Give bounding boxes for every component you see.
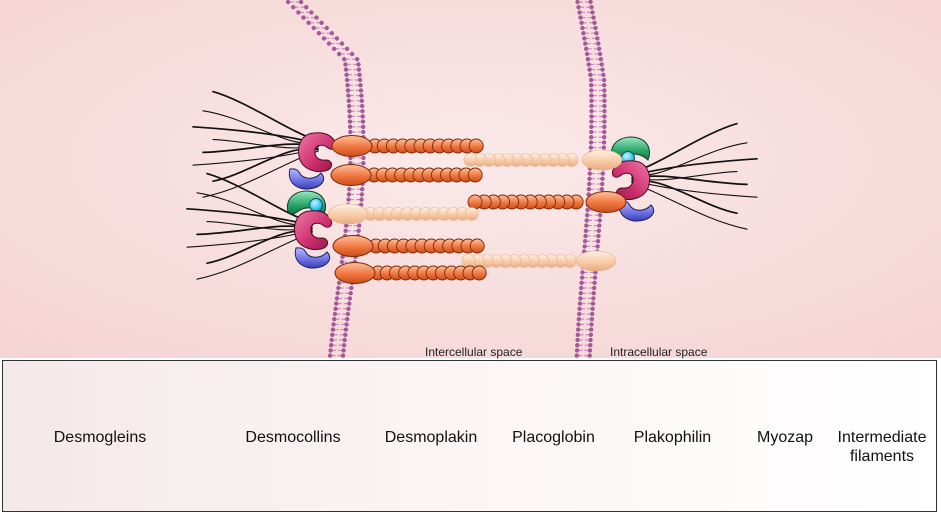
legend-label-desmogleins: Desmogleins [53, 429, 147, 446]
legend-label-desmoplakin: Desmoplakin [384, 429, 478, 446]
placoglobin-left-upper [288, 168, 325, 190]
legend-label-filaments-line2: filaments [849, 448, 915, 465]
desmoglein-chain-5 [334, 262, 487, 284]
desmocollin-chain-2 [327, 203, 479, 225]
intercellular-space-label: Intercellular space [425, 345, 523, 359]
placoglobin-right [618, 200, 655, 222]
legend-label-myozap: Myozap [756, 429, 814, 446]
desmocollin-chain-1 [463, 149, 623, 171]
desmoglein-chain-3 [467, 191, 627, 213]
legend-box [2, 360, 937, 512]
legend-label-intermediate-filaments: Intermediate filaments [830, 428, 934, 466]
desmoglein-chain-2 [330, 164, 483, 186]
legend-label-plakophilin: Plakophilin [633, 429, 712, 446]
desmocollin-chain-3 [461, 250, 617, 272]
myozap-left [309, 198, 323, 212]
placoglobin-left-lower [294, 247, 331, 269]
desmoglein-chain-4 [332, 235, 485, 257]
desmoglein-chain-1 [331, 135, 484, 157]
intracellular-space-label: Intracellular space [610, 345, 708, 359]
legend-label-desmocollins: Desmocollins [245, 429, 341, 446]
desmoplakin-right [611, 160, 650, 201]
legend-label-filaments-line1: Intermediate [837, 429, 927, 446]
legend-label-placoglobin: Placoglobin [512, 429, 595, 446]
